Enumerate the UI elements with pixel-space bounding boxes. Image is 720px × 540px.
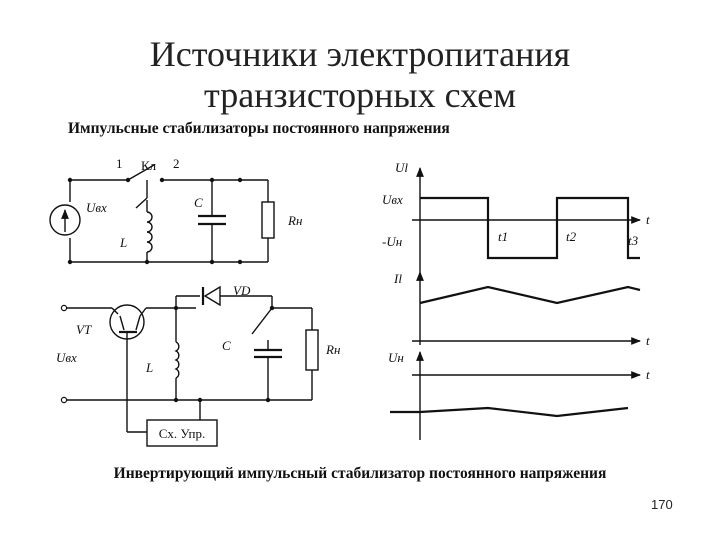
circuit-buck: 1 Кл 2 Uвх C Rн L bbox=[49, 156, 302, 265]
label-node1: 1 bbox=[116, 156, 123, 171]
resistor-r1 bbox=[261, 201, 275, 239]
label-t-1: t bbox=[646, 212, 650, 227]
slide-title-line1: Источники электропитания bbox=[149, 34, 571, 74]
circuit-inverting: Сх. Упр. VT VD Uвх L C Rн bbox=[56, 283, 340, 447]
transistor-emitter-lead bbox=[119, 315, 125, 331]
node-dot bbox=[197, 397, 203, 403]
node-dot bbox=[67, 259, 73, 265]
node-dot bbox=[265, 397, 271, 403]
node-dot bbox=[67, 177, 73, 183]
resistor-r2 bbox=[305, 329, 319, 371]
node-dot bbox=[209, 259, 215, 265]
label-diode-vd: VD bbox=[233, 283, 251, 298]
node-dot bbox=[173, 397, 179, 403]
control-block bbox=[146, 419, 218, 447]
input-terminal-bottom bbox=[60, 396, 68, 404]
node-dot bbox=[125, 177, 131, 183]
slide-caption: Инвертирующий импульсный стабилизатор по… bbox=[113, 465, 607, 482]
timing-diagrams: Ul Uвх -Uн t t1 t2 t3 Il t Uн t bbox=[382, 160, 650, 440]
label-node2: 2 bbox=[173, 156, 180, 171]
label-source-uvx: Uвх bbox=[86, 200, 107, 215]
label-capacitor-c: C bbox=[194, 195, 203, 210]
label-t-3: t bbox=[646, 367, 650, 382]
inductor-l2 bbox=[174, 341, 180, 379]
node-dot bbox=[269, 305, 275, 311]
label-uvx: Uвх bbox=[382, 192, 403, 207]
node-dot bbox=[173, 305, 179, 311]
page-number: 170 bbox=[651, 497, 673, 512]
label-t1: t1 bbox=[498, 229, 508, 244]
slide-title-line2: транзисторных схем bbox=[204, 75, 516, 115]
switch-contact bbox=[127, 164, 155, 181]
label-control-block: Сх. Упр. bbox=[159, 426, 205, 441]
source-uvx bbox=[49, 204, 81, 236]
label-load-rn: Rн bbox=[287, 213, 302, 228]
diode-vd bbox=[203, 285, 221, 307]
input-terminal-top bbox=[60, 304, 68, 312]
node-dot bbox=[237, 259, 243, 265]
label-inductor-l: L bbox=[119, 235, 127, 250]
label-load-rn-2: Rн bbox=[325, 342, 340, 357]
label-ul-axis: Ul bbox=[395, 160, 408, 175]
node-dot bbox=[144, 259, 150, 265]
label-t-2: t bbox=[646, 333, 650, 348]
label-un-axis: Uн bbox=[388, 350, 404, 365]
label-source-uvx-2: Uвх bbox=[56, 350, 77, 365]
transistor-emitter bbox=[111, 307, 119, 315]
switch-lever-2 bbox=[251, 307, 273, 335]
label-capacitor-c-2: C bbox=[222, 338, 231, 353]
inductor-l1 bbox=[146, 211, 153, 253]
label-t2: t2 bbox=[566, 229, 577, 244]
transistor-collector bbox=[139, 307, 147, 317]
waveform-ul bbox=[420, 196, 640, 260]
node-dot bbox=[209, 177, 215, 183]
transistor-collector-lead bbox=[135, 315, 141, 331]
label-minus-un: -Uн bbox=[382, 234, 402, 249]
label-il-axis: Il bbox=[393, 271, 402, 286]
label-inductor-l-2: L bbox=[145, 360, 153, 375]
label-transistor-vt: VT bbox=[76, 322, 92, 337]
switch-lever bbox=[135, 197, 148, 209]
node-dot bbox=[159, 177, 165, 183]
slide-subtitle: Импульсные стабилизаторы постоянного нап… bbox=[68, 120, 450, 137]
label-t3: t3 bbox=[628, 233, 639, 248]
waveform-il bbox=[419, 285, 641, 305]
waveform-un bbox=[390, 406, 629, 418]
label-switch: Кл bbox=[141, 158, 157, 173]
node-dot bbox=[237, 177, 243, 183]
